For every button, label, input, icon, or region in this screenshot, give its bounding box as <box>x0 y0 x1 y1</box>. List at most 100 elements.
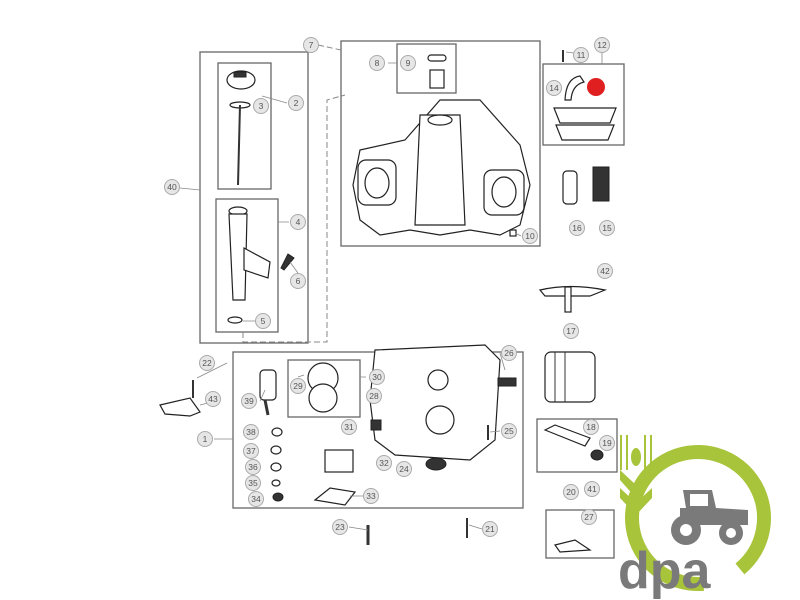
callout-20[interactable]: 20 <box>563 484 579 500</box>
callout-12[interactable]: 12 <box>594 37 610 53</box>
svg-text:20: 20 <box>566 487 576 497</box>
svg-text:37: 37 <box>246 446 256 456</box>
svg-text:33: 33 <box>366 491 376 501</box>
svg-text:5: 5 <box>261 316 266 326</box>
svg-text:15: 15 <box>602 223 612 233</box>
callout-2[interactable]: 2 <box>288 95 304 111</box>
callout-34[interactable]: 34 <box>248 491 264 507</box>
callout-9[interactable]: 9 <box>400 55 416 71</box>
dpa-logo: dpa <box>618 435 771 600</box>
callout-5[interactable]: 5 <box>255 313 271 329</box>
callout-33[interactable]: 33 <box>363 488 379 504</box>
svg-text:14: 14 <box>549 83 559 93</box>
bolts-part <box>159 380 468 545</box>
svg-text:3: 3 <box>259 101 264 111</box>
crankcase-cover-part <box>369 344 517 461</box>
svg-text:9: 9 <box>406 58 411 68</box>
dipstick-part <box>226 70 256 186</box>
group-box-dipstick <box>217 62 272 190</box>
svg-text:2: 2 <box>294 98 299 108</box>
svg-text:29: 29 <box>293 381 303 391</box>
callout-1[interactable]: 1 <box>197 431 213 447</box>
svg-text:30: 30 <box>372 372 382 382</box>
svg-text:39: 39 <box>244 396 254 406</box>
callout-19[interactable]: 19 <box>599 435 615 451</box>
callout-11[interactable]: 11 <box>573 47 589 63</box>
svg-text:1: 1 <box>203 434 208 444</box>
callout-6[interactable]: 6 <box>290 273 306 289</box>
group-box-40 <box>199 51 309 344</box>
dashed-leader <box>242 94 346 343</box>
logo-gear-ring <box>625 445 771 591</box>
callout-23[interactable]: 23 <box>332 519 348 535</box>
callout-15[interactable]: 15 <box>599 220 615 236</box>
callout-4[interactable]: 4 <box>290 214 306 230</box>
callout-39[interactable]: 39 <box>241 393 257 409</box>
svg-text:41: 41 <box>587 484 597 494</box>
svg-text:7: 7 <box>309 40 314 50</box>
svg-text:17: 17 <box>566 326 576 336</box>
callout-41[interactable]: 41 <box>584 481 600 497</box>
callout-35[interactable]: 35 <box>245 475 261 491</box>
callout-30[interactable]: 30 <box>369 369 385 385</box>
callout-26[interactable]: 26 <box>501 345 517 361</box>
svg-text:32: 32 <box>379 458 389 468</box>
callout-27[interactable]: 27 <box>581 509 597 525</box>
callout-36[interactable]: 36 <box>245 459 261 475</box>
svg-text:27: 27 <box>584 512 594 522</box>
svg-text:10: 10 <box>525 231 535 241</box>
callout-43[interactable]: 43 <box>205 391 221 407</box>
wheat-icon <box>620 435 652 515</box>
svg-text:23: 23 <box>335 522 345 532</box>
tractor-icon <box>671 490 748 545</box>
callout-8[interactable]: 8 <box>369 55 385 71</box>
svg-text:34: 34 <box>251 494 261 504</box>
svg-text:4: 4 <box>296 217 301 227</box>
callout-42[interactable]: 42 <box>597 263 613 279</box>
svg-text:8: 8 <box>375 58 380 68</box>
svg-text:16: 16 <box>572 223 582 233</box>
callout-7[interactable]: 7 <box>303 37 319 53</box>
callout-3[interactable]: 3 <box>253 98 269 114</box>
callout-16[interactable]: 16 <box>569 220 585 236</box>
dashed-leader-7 <box>317 44 342 51</box>
fill-tube-part <box>227 206 295 324</box>
highlight-marker <box>587 78 605 96</box>
callouts: 1 2 3 4 5 6 7 8 9 10 11 12 14 15 16 17 1… <box>164 37 615 537</box>
callout-38[interactable]: 38 <box>243 424 259 440</box>
dipstick-tube-part <box>543 424 604 553</box>
oil-slinger-part <box>538 285 608 313</box>
callout-14[interactable]: 14 <box>546 80 562 96</box>
svg-text:36: 36 <box>248 462 258 472</box>
svg-text:21: 21 <box>485 524 495 534</box>
callout-21[interactable]: 21 <box>482 521 498 537</box>
crankcase-part <box>352 54 531 237</box>
callout-17[interactable]: 17 <box>563 323 579 339</box>
svg-text:40: 40 <box>167 182 177 192</box>
callout-31[interactable]: 31 <box>341 419 357 435</box>
callout-22[interactable]: 22 <box>199 355 215 371</box>
filter-elements-part <box>562 166 610 205</box>
group-box-crankcase <box>340 40 541 247</box>
callout-29[interactable]: 29 <box>290 378 306 394</box>
callout-37[interactable]: 37 <box>243 443 259 459</box>
breather-part <box>553 50 617 141</box>
callout-32[interactable]: 32 <box>376 455 392 471</box>
svg-text:11: 11 <box>577 50 586 60</box>
svg-text:43: 43 <box>208 394 218 404</box>
callout-18[interactable]: 18 <box>583 419 599 435</box>
callout-25[interactable]: 25 <box>501 423 517 439</box>
svg-text:42: 42 <box>600 266 610 276</box>
callout-40[interactable]: 40 <box>164 179 180 195</box>
svg-text:22: 22 <box>202 358 212 368</box>
callout-24[interactable]: 24 <box>396 461 412 477</box>
callout-28[interactable]: 28 <box>366 388 382 404</box>
svg-text:26: 26 <box>504 348 514 358</box>
group-box-29-30 <box>287 359 361 418</box>
svg-text:25: 25 <box>504 426 514 436</box>
group-box-18-19 <box>536 418 618 473</box>
svg-text:38: 38 <box>246 427 256 437</box>
callout-10[interactable]: 10 <box>522 228 538 244</box>
svg-text:35: 35 <box>248 478 258 488</box>
